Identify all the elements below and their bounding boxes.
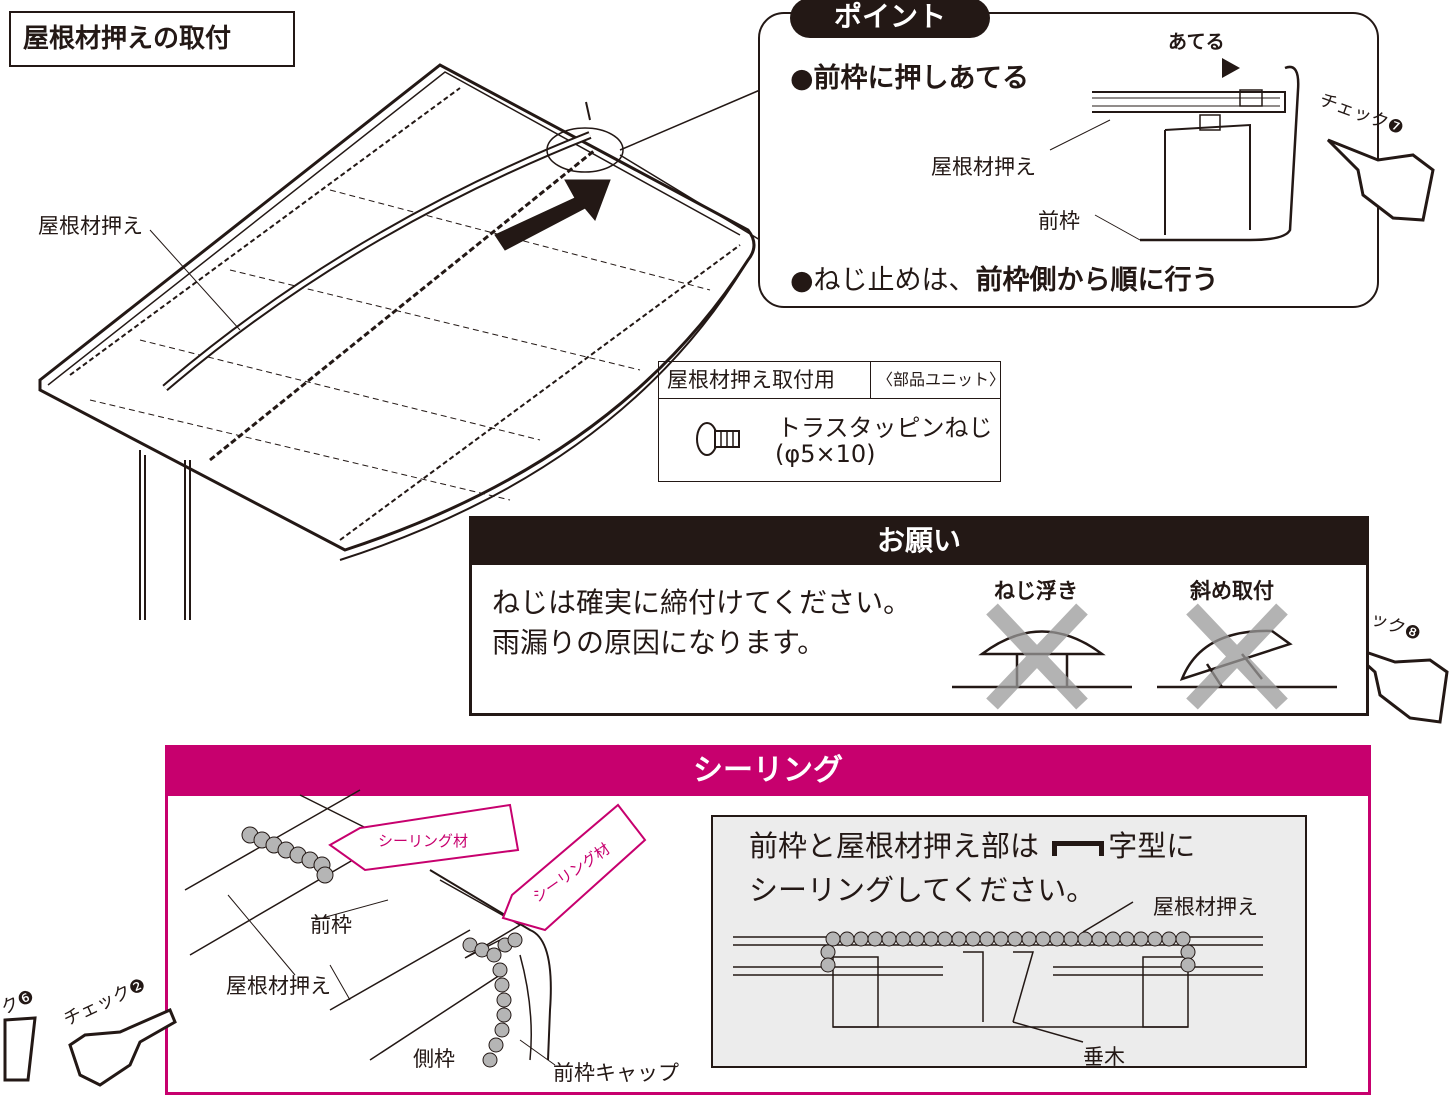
screw-name: トラスタッピンねじ [777, 414, 993, 442]
pointing-hand-icon [3, 1016, 37, 1082]
request-line-1: ねじは確実に締付けてください。 [492, 586, 912, 619]
order-plain-text: ●ねじ止めは、 [790, 265, 976, 296]
point-roof-holder-label: 屋根材押え [931, 155, 1036, 179]
panel-line-1-b: 字型に [1108, 829, 1196, 863]
bad-screw-examples-drawing [952, 603, 1337, 710]
point-section-drawing [1049, 58, 1300, 242]
screw-size: (φ5×10) [775, 440, 876, 468]
pointing-hand-icon [68, 1008, 177, 1087]
panel-roof-holder-label: 屋根材押え [1153, 895, 1258, 919]
ateru-label: あてる [1168, 31, 1225, 53]
bad-example-tilted-label: 斜め取付 [1190, 579, 1274, 603]
check-marker-2: チェック❷ [60, 970, 180, 1090]
pointing-hand-icon [1343, 643, 1449, 724]
point-tag: ポイント [790, 0, 990, 38]
seal-roof-holder-label: 屋根材押え [226, 974, 331, 998]
request-line-2: 雨漏りの原因になります。 [492, 626, 826, 659]
pointing-hand-icon [1326, 138, 1435, 222]
parts-table-header: 屋根材押え取付用 〈部品ユニット〉 [659, 362, 1006, 399]
check-marker-7: チェック❼ [1317, 89, 1438, 230]
parts-header-title: 屋根材押え取付用 [659, 362, 871, 398]
truss-screw-icon [696, 422, 740, 456]
point-heading-press: ●前枠に押しあてる [790, 63, 1030, 94]
panel-rafter-label: 垂木 [1083, 1045, 1125, 1069]
sealing-title: シーリング [168, 748, 1368, 796]
carport-roof-illustration [38, 63, 760, 620]
bad-example-floating-label: ねじ浮き [994, 579, 1078, 603]
point-heading-order: ●ねじ止めは、前枠側から順に行う [790, 258, 1219, 297]
parts-table: 屋根材押え取付用 〈部品ユニット〉 トラスタッピンねじ (φ5×10) [658, 361, 1006, 482]
sealing-material-label-1: シーリング材 [378, 832, 469, 850]
check-marker-8: チェック❽ [1334, 595, 1453, 730]
bracket-shape-icon [1052, 840, 1105, 856]
order-bold-text: 前枠側から順に行う [975, 265, 1219, 296]
seal-front-frame-label: 前枠 [310, 913, 352, 937]
roof-holder-label: 屋根材押え [38, 214, 143, 238]
check-marker-6: ク❻ [0, 980, 60, 1090]
point-callout [758, 12, 1379, 308]
panel-line-2: シーリングしてください。 [749, 873, 1096, 907]
panel-line-1-a: 前枠と屋根材押え部は [749, 829, 1040, 863]
panel-line-1: 前枠と屋根材押え部は 字型に [749, 825, 1195, 867]
seal-side-frame-label: 側枠 [413, 1047, 455, 1071]
section-title: 屋根材押えの取付 [9, 11, 295, 67]
rafter-cross-section-drawing [733, 901, 1263, 1043]
request-box: お願い ねじは確実に締付けてください。 雨漏りの原因になります。 ねじ浮き 斜め… [469, 516, 1369, 716]
point-front-frame-label: 前枠 [1038, 209, 1080, 233]
parts-header-note: 〈部品ユニット〉 [877, 370, 1006, 389]
sealing-instruction-panel: 前枠と屋根材押え部は 字型に シーリングしてください。 屋根材押え 垂木 [711, 815, 1307, 1069]
seal-front-cap-label: 前枠キャップ [553, 1061, 679, 1085]
request-title: お願い [472, 519, 1366, 565]
